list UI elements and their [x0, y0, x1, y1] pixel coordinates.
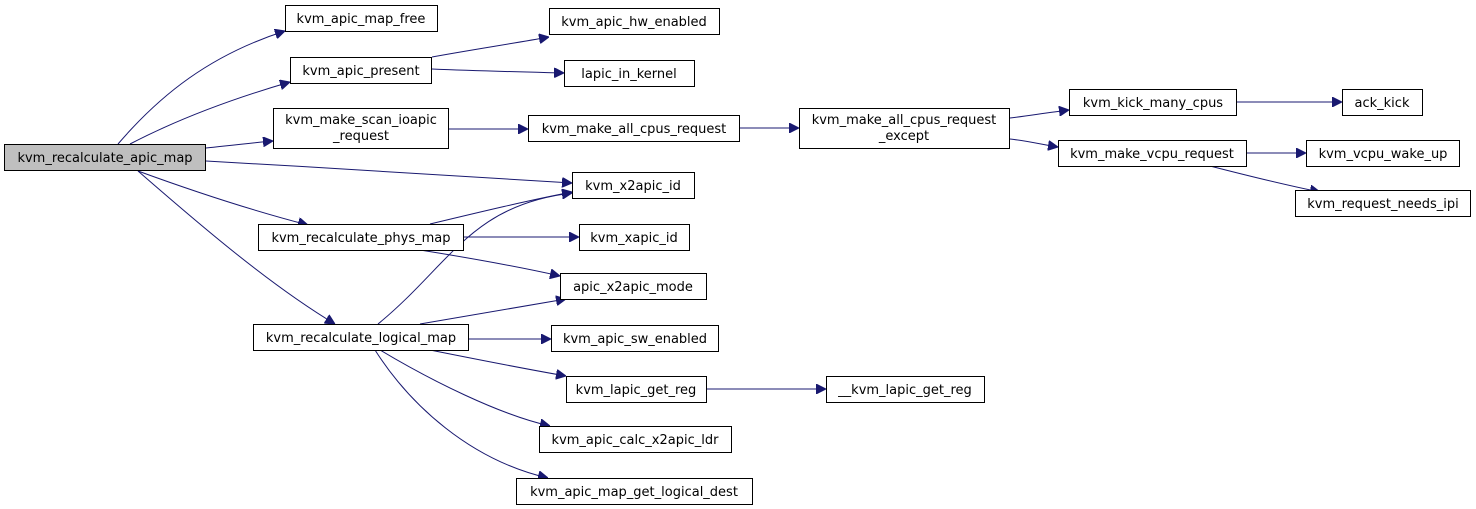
node-label: kvm_apic_map_get_logical_dest — [530, 485, 738, 500]
node-label: kvm_kick_many_cpus — [1083, 96, 1223, 111]
edge-root-to-present — [129, 82, 290, 145]
node-kvm-make-vcpu-request[interactable]: kvm_make_vcpu_request — [1058, 140, 1247, 167]
node-label: kvm_vcpu_wake_up — [1319, 147, 1448, 162]
node-label: kvm_make_all_cpus_request — [812, 113, 997, 128]
nodes: kvm_recalculate_apic_map kvm_apic_map_fr… — [4, 5, 1471, 505]
node-label: kvm_apic_present — [302, 64, 419, 79]
edge-present-to-hw-enabled — [431, 37, 549, 58]
node-label: kvm_recalculate_logical_map — [266, 331, 456, 346]
node-label: kvm_recalculate_apic_map — [17, 151, 192, 166]
node-kvm-xapic-id[interactable]: kvm_xapic_id — [579, 224, 690, 251]
edge-phys-to-x2apic-mode — [419, 249, 560, 276]
edge-logical-to-x2apic-id — [377, 193, 572, 325]
edge-logical-to-lapic-get-reg — [429, 349, 566, 376]
node-label: kvm_xapic_id — [590, 231, 677, 246]
edge-except-to-kick-many — [1009, 110, 1069, 119]
edge-root-to-scan-ioapic — [205, 141, 273, 149]
node-kvm-vcpu-wake-up[interactable]: kvm_vcpu_wake_up — [1306, 140, 1460, 167]
node-label: kvm_make_scan_ioapic — [285, 113, 437, 128]
edge-logical-to-x2apic-mode — [419, 299, 566, 325]
edge-logical-to-calc-x2apic-ldr — [379, 349, 550, 426]
node-label-line2: _request — [332, 129, 389, 144]
node-kvm-apic-map-get-logical-dest[interactable]: kvm_apic_map_get_logical_dest — [516, 478, 753, 505]
node-kvm-apic-sw-enabled[interactable]: kvm_apic_sw_enabled — [551, 325, 719, 352]
node-label: kvm_apic_calc_x2apic_ldr — [552, 433, 720, 448]
node-label: lapic_in_kernel — [581, 67, 676, 82]
node-kvm-lapic-get-reg[interactable]: kvm_lapic_get_reg — [566, 376, 707, 403]
edge-vcpu-request-to-needs-ipi — [1209, 165, 1320, 192]
edges — [117, 31, 1342, 478]
node-label: kvm_apic_map_free — [297, 12, 426, 27]
node-label: kvm_make_all_cpus_request — [542, 122, 727, 137]
node-kvm-recalculate-logical-map[interactable]: kvm_recalculate_logical_map — [253, 324, 469, 351]
node-kvm-make-scan-ioapic-request[interactable]: kvm_make_scan_ioapic _request — [273, 108, 449, 149]
node-label-line2: _except — [878, 129, 929, 144]
node-kvm-recalculate-phys-map[interactable]: kvm_recalculate_phys_map — [258, 224, 464, 251]
node-label: kvm_apic_hw_enabled — [561, 15, 707, 30]
node-kvm-request-needs-ipi[interactable]: kvm_request_needs_ipi — [1295, 190, 1471, 217]
node-kvm-apic-calc-x2apic-ldr[interactable]: kvm_apic_calc_x2apic_ldr — [539, 426, 732, 453]
node-label: kvm_apic_sw_enabled — [563, 332, 707, 347]
node-kvm-recalculate-apic-map[interactable]: kvm_recalculate_apic_map — [4, 144, 206, 171]
node-label: kvm_recalculate_phys_map — [271, 231, 450, 246]
node-apic-x2apic-mode[interactable]: apic_x2apic_mode — [560, 273, 707, 300]
edge-root-to-phys-map — [137, 170, 308, 225]
edge-root-to-map-free — [117, 31, 285, 145]
node-label: apic_x2apic_mode — [573, 280, 693, 295]
edge-logical-to-get-logical-dest — [374, 349, 548, 478]
edge-present-to-lapic-in-kernel — [431, 69, 564, 73]
node-kvm-apic-map-free[interactable]: kvm_apic_map_free — [285, 5, 438, 32]
node-ack-kick[interactable]: ack_kick — [1342, 89, 1423, 116]
node-kvm-kick-many-cpus[interactable]: kvm_kick_many_cpus — [1069, 89, 1237, 116]
node-label: kvm_x2apic_id — [585, 179, 681, 194]
edge-root-to-x2apic-id — [205, 160, 572, 183]
node-label: kvm_lapic_get_reg — [576, 383, 697, 398]
node-label: kvm_make_vcpu_request — [1070, 147, 1234, 162]
node-kvm-apic-present[interactable]: kvm_apic_present — [290, 57, 432, 84]
node-kvm-x2apic-id[interactable]: kvm_x2apic_id — [572, 172, 695, 199]
edge-except-to-vcpu-request — [1009, 138, 1058, 147]
node-internal-kvm-lapic-get-reg[interactable]: __kvm_lapic_get_reg — [826, 376, 985, 403]
node-lapic-in-kernel[interactable]: lapic_in_kernel — [564, 60, 695, 87]
node-label: __kvm_lapic_get_reg — [837, 383, 972, 398]
node-label: kvm_request_needs_ipi — [1307, 197, 1459, 212]
node-kvm-make-all-cpus-request[interactable]: kvm_make_all_cpus_request — [528, 115, 740, 142]
node-kvm-apic-hw-enabled[interactable]: kvm_apic_hw_enabled — [549, 8, 720, 35]
edge-root-to-logical-map — [137, 170, 335, 324]
node-kvm-make-all-cpus-request-except[interactable]: kvm_make_all_cpus_request _except — [799, 108, 1010, 149]
node-label: ack_kick — [1355, 96, 1410, 111]
